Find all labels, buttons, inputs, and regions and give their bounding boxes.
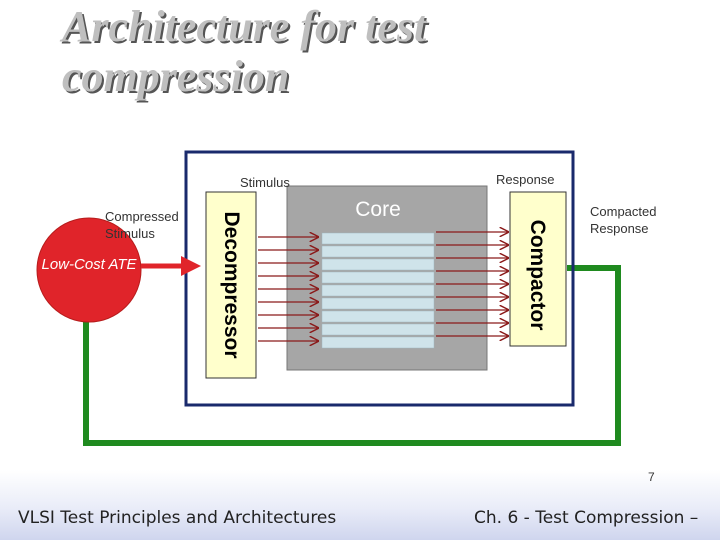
scan-chains: [321, 232, 435, 349]
scan-chain: [321, 284, 435, 297]
compactor-label: Compactor: [526, 219, 549, 331]
chip-outline: [184, 150, 575, 407]
decompressor-label: Decompressor: [220, 211, 243, 359]
scan-chain: [321, 336, 435, 349]
footer-chapter: Ch. 6 - Test Compression –: [474, 508, 699, 528]
scan-chain: [321, 245, 435, 258]
page-number: 7: [648, 470, 655, 484]
stimulus-label: Stimulus: [240, 175, 290, 190]
footer-book-title: VLSI Test Principles and Architectures: [18, 508, 337, 528]
scan-chain: [321, 232, 435, 245]
response-label: Response: [496, 172, 555, 187]
decompressor-block: [205, 191, 257, 379]
footer-background: [0, 470, 720, 540]
scan-chain: [321, 297, 435, 310]
compacted-response-label: Compacted Response: [590, 204, 657, 236]
compactor-block: [509, 191, 567, 347]
scan-chain: [321, 258, 435, 271]
scan-chain: [321, 323, 435, 336]
scan-chain: [321, 271, 435, 284]
scan-chain: [321, 310, 435, 323]
slide-title: Architecture for test compression: [62, 2, 427, 101]
ate-circle: [36, 217, 142, 323]
output-arrows: [436, 232, 508, 336]
core-label: Core: [355, 198, 401, 221]
compressed-stimulus-label: Compressed Stimulus: [105, 209, 179, 241]
feedback-path: [68, 265, 621, 446]
input-arrows: [258, 237, 318, 341]
ate-label: Low-Cost ATE: [41, 256, 137, 273]
